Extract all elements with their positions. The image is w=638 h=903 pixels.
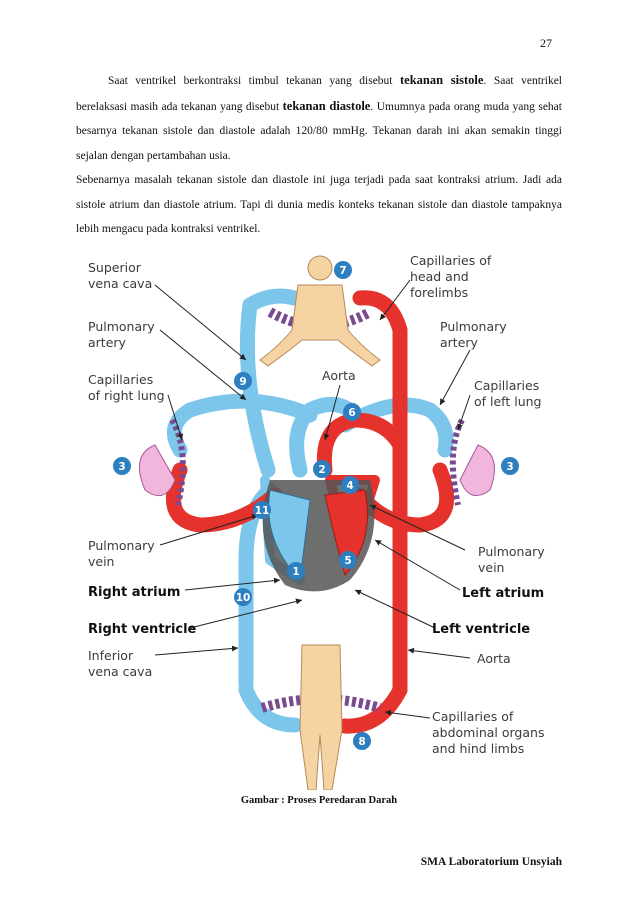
svg-text:10: 10 <box>236 592 251 604</box>
label-capillaries-abdominal-1: Capillaries of <box>432 709 514 724</box>
page-number: 27 <box>540 36 552 50</box>
lower-body-figure <box>299 644 343 790</box>
svg-text:3: 3 <box>118 461 125 473</box>
marker-5: 5 <box>339 551 357 569</box>
marker-10: 10 <box>234 588 252 606</box>
svg-text:1: 1 <box>292 566 299 578</box>
label-capillaries-head-1: Capillaries of <box>410 253 492 268</box>
label-pulmonary-artery-left-2: artery <box>88 335 127 350</box>
label-pulmonary-vein-left-2: vein <box>88 554 114 569</box>
marker-8: 8 <box>353 732 371 750</box>
svg-text:5: 5 <box>344 555 351 567</box>
label-pulmonary-artery-right-1: Pulmonary <box>440 319 507 334</box>
heart-right-side <box>268 489 311 582</box>
leader-lines <box>154 279 471 719</box>
label-pulmonary-vein-right-1: Pulmonary <box>478 544 545 559</box>
marker-3-left: 3 <box>113 457 131 475</box>
label-superior-vena-cava-1: Superior <box>88 260 142 275</box>
label-pulmonary-artery-left-1: Pulmonary <box>88 319 155 334</box>
left-lung <box>449 418 495 506</box>
marker-2: 2 <box>313 460 331 478</box>
marker-3-right: 3 <box>501 457 519 475</box>
label-capillaries-right-lung-1: Capillaries <box>88 372 153 387</box>
diagram-labels-right: Capillaries of head and forelimbs Pulmon… <box>322 253 545 756</box>
label-right-atrium: Right atrium <box>88 585 180 600</box>
marker-6: 6 <box>343 403 361 421</box>
marker-11: 11 <box>253 501 271 519</box>
body-text: Saat ventrikel berkontraksi timbul tekan… <box>76 68 562 242</box>
label-inferior-vena-cava-2: vena cava <box>88 664 152 679</box>
label-inferior-vena-cava-1: Inferior <box>88 648 134 663</box>
diagram-labels-left: Superior vena cava Pulmonary artery Capi… <box>88 260 197 679</box>
heart-left-side <box>324 489 368 577</box>
numbered-markers: 1 2 3 3 4 5 6 7 8 9 10 11 <box>113 261 519 750</box>
page-footer: SMA Laboratorium Unsyiah <box>420 856 562 868</box>
svg-text:11: 11 <box>255 505 270 517</box>
label-pulmonary-vein-right-2: vein <box>478 560 504 575</box>
marker-7: 7 <box>334 261 352 279</box>
svg-text:4: 4 <box>346 480 353 492</box>
label-aorta-bottom: Aorta <box>477 651 511 666</box>
label-capillaries-left-lung-1: Capillaries <box>474 378 539 393</box>
label-capillaries-left-lung-2: of left lung <box>474 394 542 409</box>
marker-4: 4 <box>341 476 359 494</box>
label-pulmonary-vein-left-1: Pulmonary <box>88 538 155 553</box>
svg-text:3: 3 <box>506 461 513 473</box>
figure-caption: Gambar : Proses Peredaran Darah <box>240 795 398 806</box>
paragraph-2: Sebenarnya masalah tekanan sistole dan d… <box>76 174 562 235</box>
label-left-atrium: Left atrium <box>462 586 544 601</box>
paragraph-1: Saat ventrikel berkontraksi timbul tekan… <box>76 73 562 162</box>
svg-text:2: 2 <box>318 464 325 476</box>
svg-text:9: 9 <box>239 376 246 388</box>
label-superior-vena-cava-2: vena cava <box>88 276 152 291</box>
svg-text:8: 8 <box>358 736 365 748</box>
marker-1: 1 <box>287 562 305 580</box>
label-capillaries-abdominal-2: abdominal organs <box>432 725 544 740</box>
marker-9: 9 <box>234 372 252 390</box>
label-right-ventricle: Right ventricle <box>88 622 197 637</box>
label-capillaries-abdominal-3: and hind limbs <box>432 741 524 756</box>
term-sistole: tekanan sistole <box>400 73 484 87</box>
svg-text:6: 6 <box>348 407 355 419</box>
svg-text:7: 7 <box>339 265 346 277</box>
label-capillaries-right-lung-2: of right lung <box>88 388 165 403</box>
label-left-ventricle: Left ventricle <box>432 622 530 637</box>
deoxygenated-vessels <box>166 288 454 733</box>
label-capillaries-head-2: head and <box>410 269 469 284</box>
upper-body-figure <box>259 255 381 367</box>
right-lung <box>138 418 186 506</box>
label-capillaries-head-3: forelimbs <box>410 285 468 300</box>
circulation-diagram: 1 2 3 3 4 5 6 7 8 9 10 11 Superior vena … <box>88 253 545 790</box>
label-pulmonary-artery-right-2: artery <box>440 335 479 350</box>
term-diastole: tekanan diastole <box>282 98 371 113</box>
label-aorta-top: Aorta <box>322 368 356 383</box>
